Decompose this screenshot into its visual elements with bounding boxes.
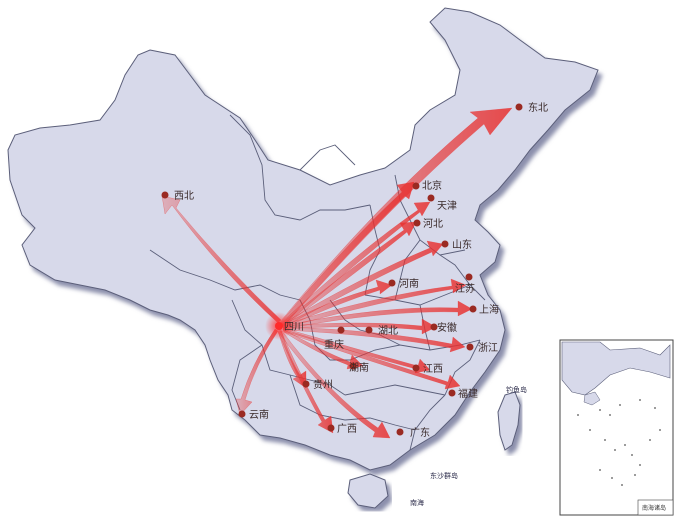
dot-hunan xyxy=(349,362,357,370)
taiwan-island xyxy=(497,391,521,451)
dot-jiangxi xyxy=(412,364,420,372)
flow-arrow-fujian xyxy=(282,328,461,390)
flow-arrow-henan xyxy=(281,279,393,329)
dot-hebei xyxy=(413,219,421,227)
label-diaoyu: 钓鱼岛 xyxy=(506,385,527,394)
label-henan: 河南 xyxy=(399,277,419,290)
label-jiangxi: 江西 xyxy=(423,363,443,375)
flow-arrow-xibei xyxy=(161,195,282,324)
label-nanhai: 南海 xyxy=(410,498,424,507)
province-labels: 四川 东北 西北 北京 天津 河北 山东 河南 江苏 上海 安徽 湖北 浙江 重… xyxy=(174,101,548,507)
dot-tianjin xyxy=(427,194,435,202)
flow-arrow-hebei xyxy=(281,221,417,327)
source-dot xyxy=(275,322,283,330)
label-dongsha: 东沙群岛 xyxy=(430,471,458,480)
dot-shandong xyxy=(441,240,449,248)
label-chongqing: 重庆 xyxy=(324,338,344,351)
label-hunan: 湖南 xyxy=(349,361,369,374)
dot-jiangsu xyxy=(465,273,473,281)
label-zhejiang: 浙江 xyxy=(478,342,498,354)
flow-arrows xyxy=(161,107,513,439)
dot-zhejiang xyxy=(466,343,474,351)
label-nanhai-islands: 南海诸岛 xyxy=(642,504,666,512)
nanhai-inset: 南海诸岛 xyxy=(559,339,674,516)
hainan-island xyxy=(347,473,389,509)
label-xibei: 西北 xyxy=(174,190,194,202)
flow-arrow-yunnan xyxy=(235,328,279,416)
label-shanghai: 上海 xyxy=(479,303,499,316)
dot-hubei xyxy=(365,326,373,334)
dot-beijing xyxy=(412,182,420,190)
flow-arrow-anhui xyxy=(282,318,437,335)
label-guangxi: 广西 xyxy=(337,423,357,435)
label-source: 四川 xyxy=(284,322,304,333)
label-hebei: 河北 xyxy=(423,218,443,230)
flow-arrow-guangdong xyxy=(278,330,391,439)
dot-guangxi xyxy=(327,424,335,432)
label-shandong: 山东 xyxy=(452,238,472,251)
label-guangdong: 广东 xyxy=(410,426,430,439)
flow-arrow-shandong xyxy=(281,240,444,328)
dot-yunnan xyxy=(238,410,246,418)
flow-arrow-guangxi xyxy=(277,330,334,434)
label-tianjin: 天津 xyxy=(437,200,457,212)
dot-dongbei xyxy=(515,103,523,111)
flow-arrow-jiangsu xyxy=(281,278,467,329)
dot-fujian xyxy=(448,389,456,397)
label-guizhou: 贵州 xyxy=(313,378,333,391)
dot-henan xyxy=(388,279,396,287)
label-anhui: 安徽 xyxy=(437,321,457,334)
flow-arrow-shanghai xyxy=(281,300,473,330)
label-beijing: 北京 xyxy=(422,179,442,192)
label-hubei: 湖北 xyxy=(378,325,398,337)
dot-anhui xyxy=(430,323,438,331)
flow-arrow-zhejiang xyxy=(282,326,466,353)
label-fujian: 福建 xyxy=(458,387,478,400)
dot-guangdong xyxy=(396,428,404,436)
dot-guizhou xyxy=(302,380,310,388)
destination-dots xyxy=(161,103,523,436)
label-yunnan: 云南 xyxy=(249,408,269,421)
dot-shanghai xyxy=(469,305,477,313)
dot-xibei xyxy=(161,191,169,199)
china-landmass xyxy=(7,7,599,471)
dot-chongqing xyxy=(337,326,345,334)
label-jiangsu: 江苏 xyxy=(455,282,475,295)
label-dongbei: 东北 xyxy=(528,101,548,114)
flow-arrow-beijing xyxy=(280,181,415,326)
